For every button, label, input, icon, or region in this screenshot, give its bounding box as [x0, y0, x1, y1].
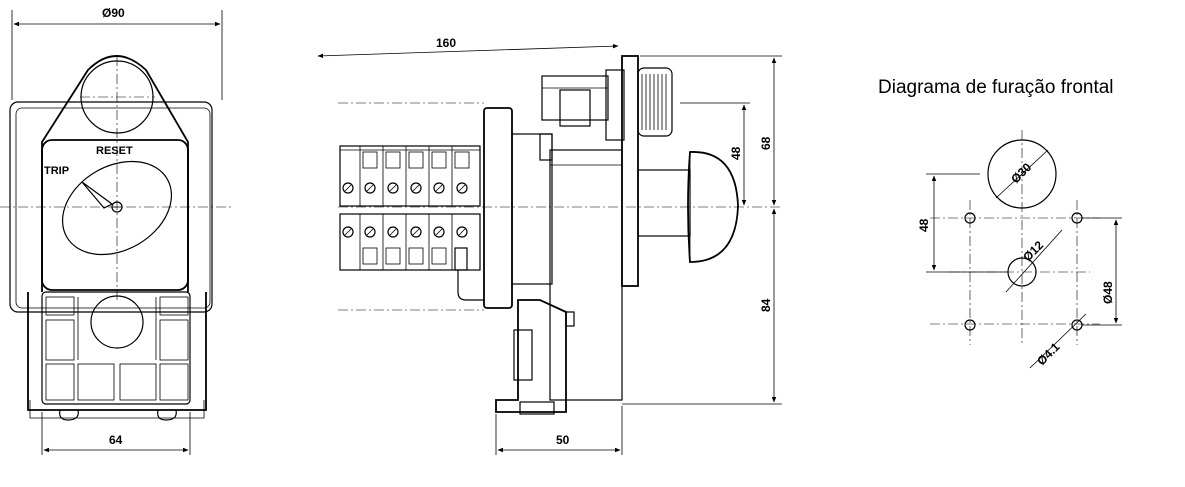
reset-knob — [637, 67, 673, 137]
dim-vertical-right: Ø48 — [1101, 281, 1115, 304]
dim-hole-30: Ø30 — [1008, 160, 1034, 186]
drilling-title: Diagrama de furação frontal — [878, 77, 1114, 98]
hole-small-tl — [964, 212, 976, 224]
dim-vertical-left: 48 — [917, 218, 931, 232]
grille — [41, 291, 191, 405]
terminal-row-bottom — [339, 213, 484, 301]
front-view: Ø90 RESET TRIP — [0, 6, 232, 455]
dim-hole-12: Ø12 — [1020, 238, 1046, 264]
hole-small-bl — [964, 319, 976, 331]
terminal-row-top — [339, 145, 481, 207]
drilling-diagram: Diagrama de furação frontal Ø30 Ø12 Ø4.1… — [878, 77, 1122, 369]
trip-mushroom-button — [687, 151, 739, 263]
trip-pointer — [81, 181, 114, 209]
dim-height-48: 48 — [729, 146, 743, 160]
dim-front-width: Ø90 — [102, 6, 125, 20]
dim-depth: 50 — [556, 433, 570, 447]
side-view: 160 — [317, 36, 782, 455]
dim-length: 160 — [436, 36, 456, 50]
label-trip: TRIP — [44, 165, 69, 177]
grille-knob — [90, 295, 144, 349]
housing-body — [549, 149, 623, 401]
dim-height-68: 68 — [759, 136, 773, 150]
display-panel — [41, 139, 189, 291]
gauge-ellipse — [61, 160, 173, 256]
housing-front-plate — [483, 107, 513, 309]
label-reset: RESET — [96, 145, 133, 157]
dim-front-bottom: 64 — [109, 433, 123, 447]
dim-hole-4-1: Ø4.1 — [1034, 340, 1063, 369]
dim-height-84: 84 — [759, 298, 773, 312]
